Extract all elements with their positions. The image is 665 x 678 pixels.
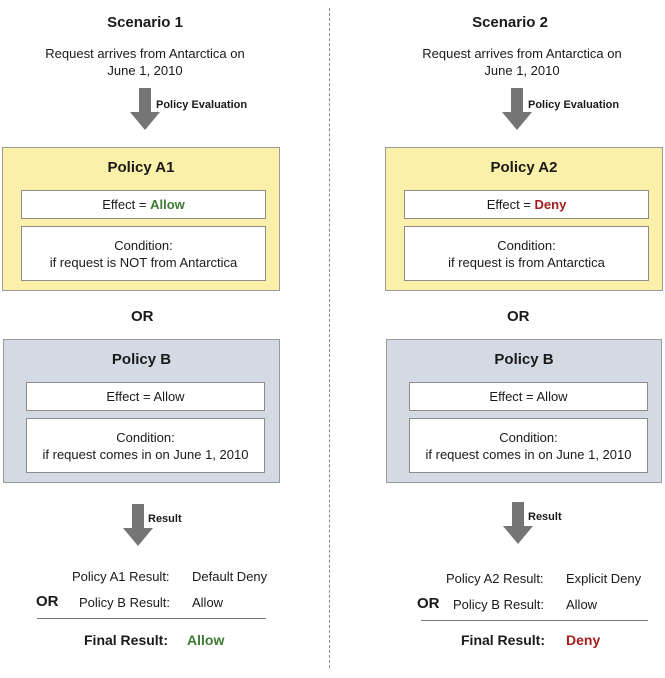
scenario2-policy-a-result-value: Explicit Deny: [566, 571, 642, 586]
scenario2-or-label: OR: [507, 308, 530, 325]
scenario1-policy-a-result-value: Default Deny: [192, 569, 268, 584]
scenario1-policy-b-panel: Policy B Effect = Allow Condition: if re…: [3, 339, 280, 483]
scenario1-policy-b-result-label: Policy B Result:: [79, 595, 171, 610]
scenario2-result-label: Result: [528, 511, 562, 523]
scenario2-policy-b-condition-line2: if request comes in on June 1, 2010: [425, 446, 632, 462]
scenario2-policy-b-panel: Policy B Effect = Allow Condition: if re…: [386, 339, 662, 483]
scenario1-request: Request arrives from Antarctica on June …: [20, 45, 270, 79]
scenario2-policy-a-condition: Condition: if request is from Antarctica: [404, 226, 649, 281]
scenario1-result-or: OR: [36, 593, 59, 610]
scenario2-policy-a-panel: Policy A2 Effect = Deny Condition: if re…: [385, 147, 663, 291]
scenario1-policy-b-effect: Effect = Allow: [26, 382, 265, 411]
scenario1-policy-a-condition: Condition: if request is NOT from Antarc…: [21, 226, 266, 281]
scenario1-request-line1: Request arrives from Antarctica on: [45, 46, 245, 61]
scenario1-policy-a-effect-prefix: Effect =: [102, 197, 151, 212]
scenario2-policy-b-result-label: Policy B Result:: [453, 597, 545, 612]
scenario2-request-line2: June 1, 2010: [484, 63, 560, 78]
scenario2-result-rule: [421, 620, 648, 621]
scenario1-policy-a-condition-line2: if request is NOT from Antarctica: [49, 254, 238, 270]
scenario1-policy-b-condition-line1: Condition:: [116, 429, 175, 445]
scenario2-result-arrow-icon: [503, 502, 533, 546]
scenario2-final-value: Deny: [566, 632, 601, 648]
scenario1-policy-b-condition-line2: if request comes in on June 1, 2010: [42, 446, 249, 462]
scenario1-final-label: Final Result:: [84, 632, 169, 648]
scenario2-policy-a-result-label: Policy A2 Result:: [446, 571, 544, 586]
scenario1-evaluation-label: Policy Evaluation: [156, 99, 248, 111]
scenario1-result-arrow-icon: [123, 504, 153, 548]
scenario1-final-value: Allow: [187, 632, 225, 648]
scenario2-policy-b-result-value: Allow: [566, 597, 598, 612]
scenario1-policy-a-effect-value: Allow: [150, 197, 185, 212]
scenario1-result-label: Result: [148, 513, 182, 525]
scenario2-policy-a-effect: Effect = Deny: [404, 190, 649, 219]
scenario2-evaluation-arrow-icon: [502, 88, 532, 132]
scenario1-evaluation-arrow-icon: [130, 88, 160, 132]
scenario2-policy-a-effect-prefix: Effect =: [486, 197, 535, 212]
scenario2-policy-b-condition-line1: Condition:: [499, 429, 558, 445]
scenario1-policy-a-panel: Policy A1 Effect = Allow Condition: if r…: [2, 147, 280, 291]
scenario1-request-line2: June 1, 2010: [107, 63, 183, 78]
scenario1-policy-a-title: Policy A1: [107, 159, 175, 176]
scenario1-policy-a-result-label: Policy A1 Result:: [72, 569, 170, 584]
scenario1-result-rule: [37, 618, 266, 619]
scenario1-policy-b-result-value: Allow: [192, 595, 224, 610]
scenario2-policy-b-title: Policy B: [494, 351, 554, 368]
scenario1-policy-b-condition: Condition: if request comes in on June 1…: [26, 418, 265, 473]
scenario-divider: [329, 8, 330, 668]
scenario1-title: Scenario 1: [107, 14, 183, 31]
scenario2-result-or: OR: [417, 595, 440, 612]
scenario2-request-line1: Request arrives from Antarctica on: [422, 46, 622, 61]
scenario2-final-label: Final Result:: [461, 632, 546, 648]
scenario2-evaluation-label: Policy Evaluation: [528, 99, 620, 111]
scenario2-policy-a-effect-value: Deny: [534, 197, 567, 212]
scenario2-policy-a-condition-line2: if request is from Antarctica: [448, 254, 605, 270]
scenario2-policy-b-condition: Condition: if request comes in on June 1…: [409, 418, 648, 473]
scenario1-policy-b-title: Policy B: [111, 351, 172, 368]
scenario1-or-label: OR: [131, 308, 154, 325]
scenario2-policy-b-effect: Effect = Allow: [409, 382, 648, 411]
scenario2-request: Request arrives from Antarctica on June …: [397, 45, 647, 79]
scenario1-policy-a-effect: Effect = Allow: [21, 190, 266, 219]
scenario2-policy-a-condition-line1: Condition:: [497, 237, 556, 253]
scenario2-title: Scenario 2: [472, 14, 548, 31]
scenario1-policy-a-condition-line1: Condition:: [114, 237, 173, 253]
scenario2-policy-a-title: Policy A2: [490, 159, 558, 176]
